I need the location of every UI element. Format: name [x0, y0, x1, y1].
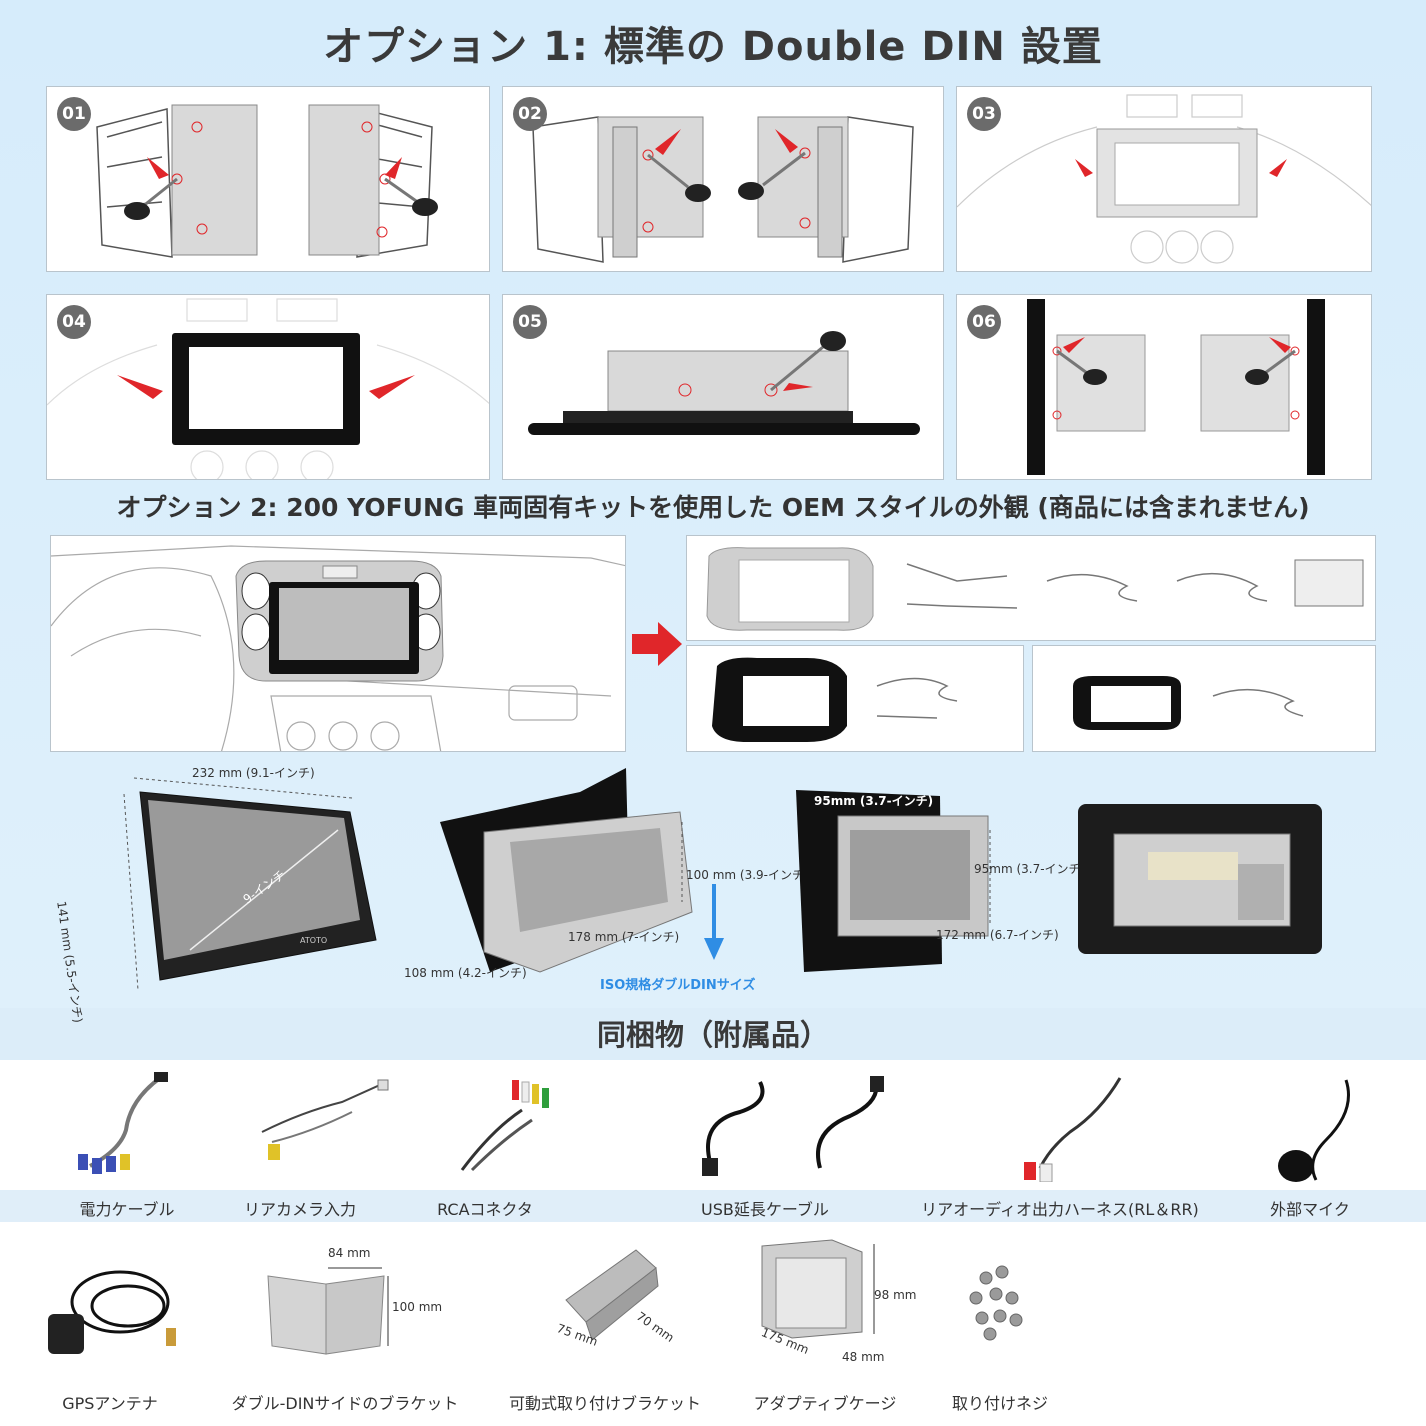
- bezel-b-illustration: [1073, 676, 1304, 730]
- step-badge: 01: [57, 97, 91, 131]
- step-03-panel: 03: [956, 86, 1372, 272]
- accessory-label: ダブル-DINサイドのブラケット: [231, 1394, 459, 1413]
- rear-audio-harness-icon: [1024, 1077, 1122, 1182]
- accessory-label: リアオーディオ出力ハーネス(RL＆RR): [921, 1200, 1199, 1219]
- side-172: 172 mm (6.7-インチ): [936, 928, 1059, 942]
- external-microphone-icon: [1278, 1079, 1350, 1182]
- depth-100: 100 mm (3.9-インチ): [686, 868, 809, 882]
- step-02-panel: 02: [502, 86, 944, 272]
- iso-double-din-label: ISO規格ダブルDINサイズ: [600, 978, 756, 993]
- bracket-screw-illustration: [532, 116, 914, 263]
- bezel-a-illustration: [712, 657, 958, 742]
- side-95-top: 95mm (3.7-インチ): [814, 794, 934, 808]
- side-depth-render: [796, 790, 991, 972]
- bracket-side-illustration: [1027, 299, 1325, 475]
- gps-antenna-icon: [48, 1270, 176, 1354]
- double-din-side-bracket-icon: [267, 1267, 389, 1355]
- included-title: 同梱物（附属品）: [596, 1018, 829, 1052]
- option1-title: オプション 1: 標準の Double DIN 設置: [323, 24, 1103, 70]
- usb-extension-cable-icon: [702, 1076, 884, 1176]
- step-01-panel: 01: [46, 86, 490, 272]
- accessory-label: 取り付けネジ: [951, 1394, 1048, 1413]
- row2-label-strip: [0, 1384, 1426, 1416]
- radio-install-illustration: [47, 298, 489, 479]
- oem-bezel-panel-b: [1032, 645, 1376, 752]
- side-95-right: 95mm (3.7-インチ): [974, 862, 1086, 876]
- front-screen-render: [123, 777, 377, 991]
- depth-178: 178 mm (7-インチ): [568, 930, 680, 944]
- step-badge: 04: [57, 305, 91, 339]
- cage-width: 48 mm: [842, 1350, 885, 1364]
- accessory-label: GPSアンテナ: [62, 1394, 158, 1413]
- depth-108: 108 mm (4.2-インチ): [404, 966, 527, 980]
- row1-label-strip: [0, 1190, 1426, 1222]
- accessory-label: アダプティブケージ: [753, 1394, 897, 1413]
- accessory-label: 可動式取り付けブラケット: [508, 1394, 701, 1413]
- mounting-screws-icon: [969, 1265, 1023, 1341]
- accessory-label: USB延長ケーブル: [701, 1200, 829, 1219]
- step-06-panel: 06: [956, 294, 1372, 480]
- oem-dashboard-illustration: [51, 545, 625, 751]
- step-badge: 02: [513, 97, 547, 131]
- arrow-right-icon: [632, 622, 682, 666]
- step-05-panel: 05: [502, 294, 944, 480]
- bracket-width: 84 mm: [328, 1246, 371, 1260]
- rear-render: [1078, 804, 1322, 954]
- bracket-screw-illustration: [96, 104, 438, 258]
- included-header-band: [0, 1008, 1426, 1060]
- oem-bezel-panel-a: [686, 645, 1024, 752]
- side-view-illustration: [528, 331, 920, 435]
- screen-brand: ATOTO: [300, 936, 328, 945]
- accessory-label: RCAコネクタ: [437, 1200, 533, 1219]
- accessory-label: 電力ケーブル: [79, 1200, 175, 1219]
- adjustable-bracket-icon: [565, 1249, 659, 1341]
- dash-cage-illustration: [957, 94, 1371, 264]
- kit-components-illustration: [706, 547, 1364, 631]
- adaptive-cage-icon: [761, 1239, 875, 1339]
- accessory-label: 外部マイク: [1270, 1200, 1350, 1219]
- option2-title: オプション 2: 200 YOFUNG 車両固有キットを使用した OEM スタイ…: [116, 493, 1310, 522]
- power-cable-icon: [78, 1072, 168, 1174]
- step-badge: 06: [967, 305, 1001, 339]
- width-dimension: 232 mm (9.1-インチ): [192, 766, 315, 780]
- step-badge: 03: [967, 97, 1001, 131]
- step-04-panel: 04: [46, 294, 490, 480]
- arrow-down-icon: [704, 884, 724, 960]
- rear-camera-cable-icon: [261, 1079, 389, 1160]
- bracket-height: 100 mm: [392, 1300, 443, 1314]
- oem-kit-panel: [686, 535, 1376, 641]
- step-badge: 05: [513, 305, 547, 339]
- oem-dash-panel: [50, 535, 626, 752]
- rca-connector-icon: [460, 1080, 549, 1172]
- cage-side-render: [440, 768, 693, 973]
- accessory-label: リアカメラ入力: [243, 1200, 356, 1219]
- cage-height: 98 mm: [874, 1288, 917, 1302]
